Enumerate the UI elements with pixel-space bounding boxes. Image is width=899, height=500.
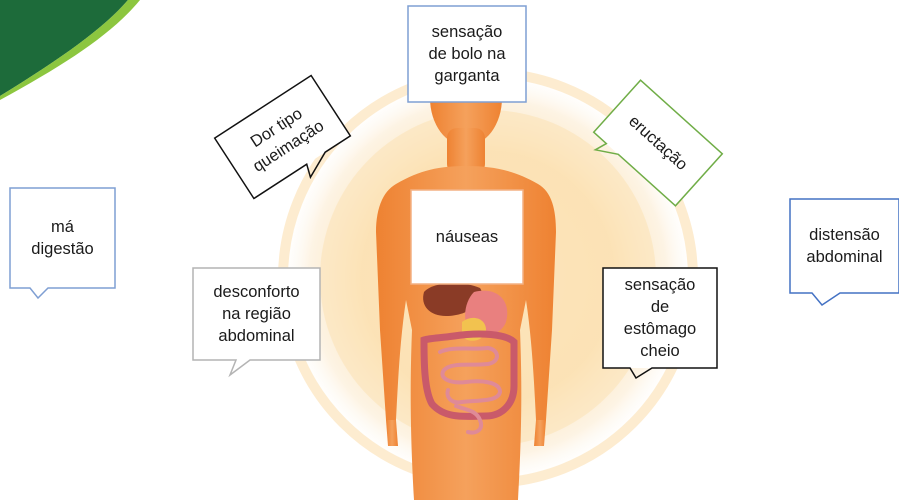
callout-distensao: distensão abdominal	[790, 199, 899, 293]
callout-text: má digestão	[31, 218, 94, 258]
callout-text: sensação de estômago cheio	[623, 276, 697, 360]
callout-ma-digestao: má digestão	[10, 188, 115, 288]
callout-text: eructação	[625, 112, 691, 174]
callout-text: distensão abdominal	[806, 226, 883, 266]
callout-estomago-cheio: sensação de estômago cheio	[603, 268, 717, 368]
callout-text: sensação de bolo na garganta	[428, 23, 506, 85]
callout-bolo-garganta: sensação de bolo na garganta	[408, 6, 526, 102]
header-corner-decoration	[0, 0, 140, 100]
callout-desconforto: desconforto na região abdominal	[193, 268, 320, 360]
callout-text: desconforto na região abdominal	[213, 283, 300, 345]
callout-text: náuseas	[435, 228, 499, 246]
digestive-organs-illustration	[420, 283, 518, 435]
callout-nauseas: náuseas	[411, 190, 523, 284]
